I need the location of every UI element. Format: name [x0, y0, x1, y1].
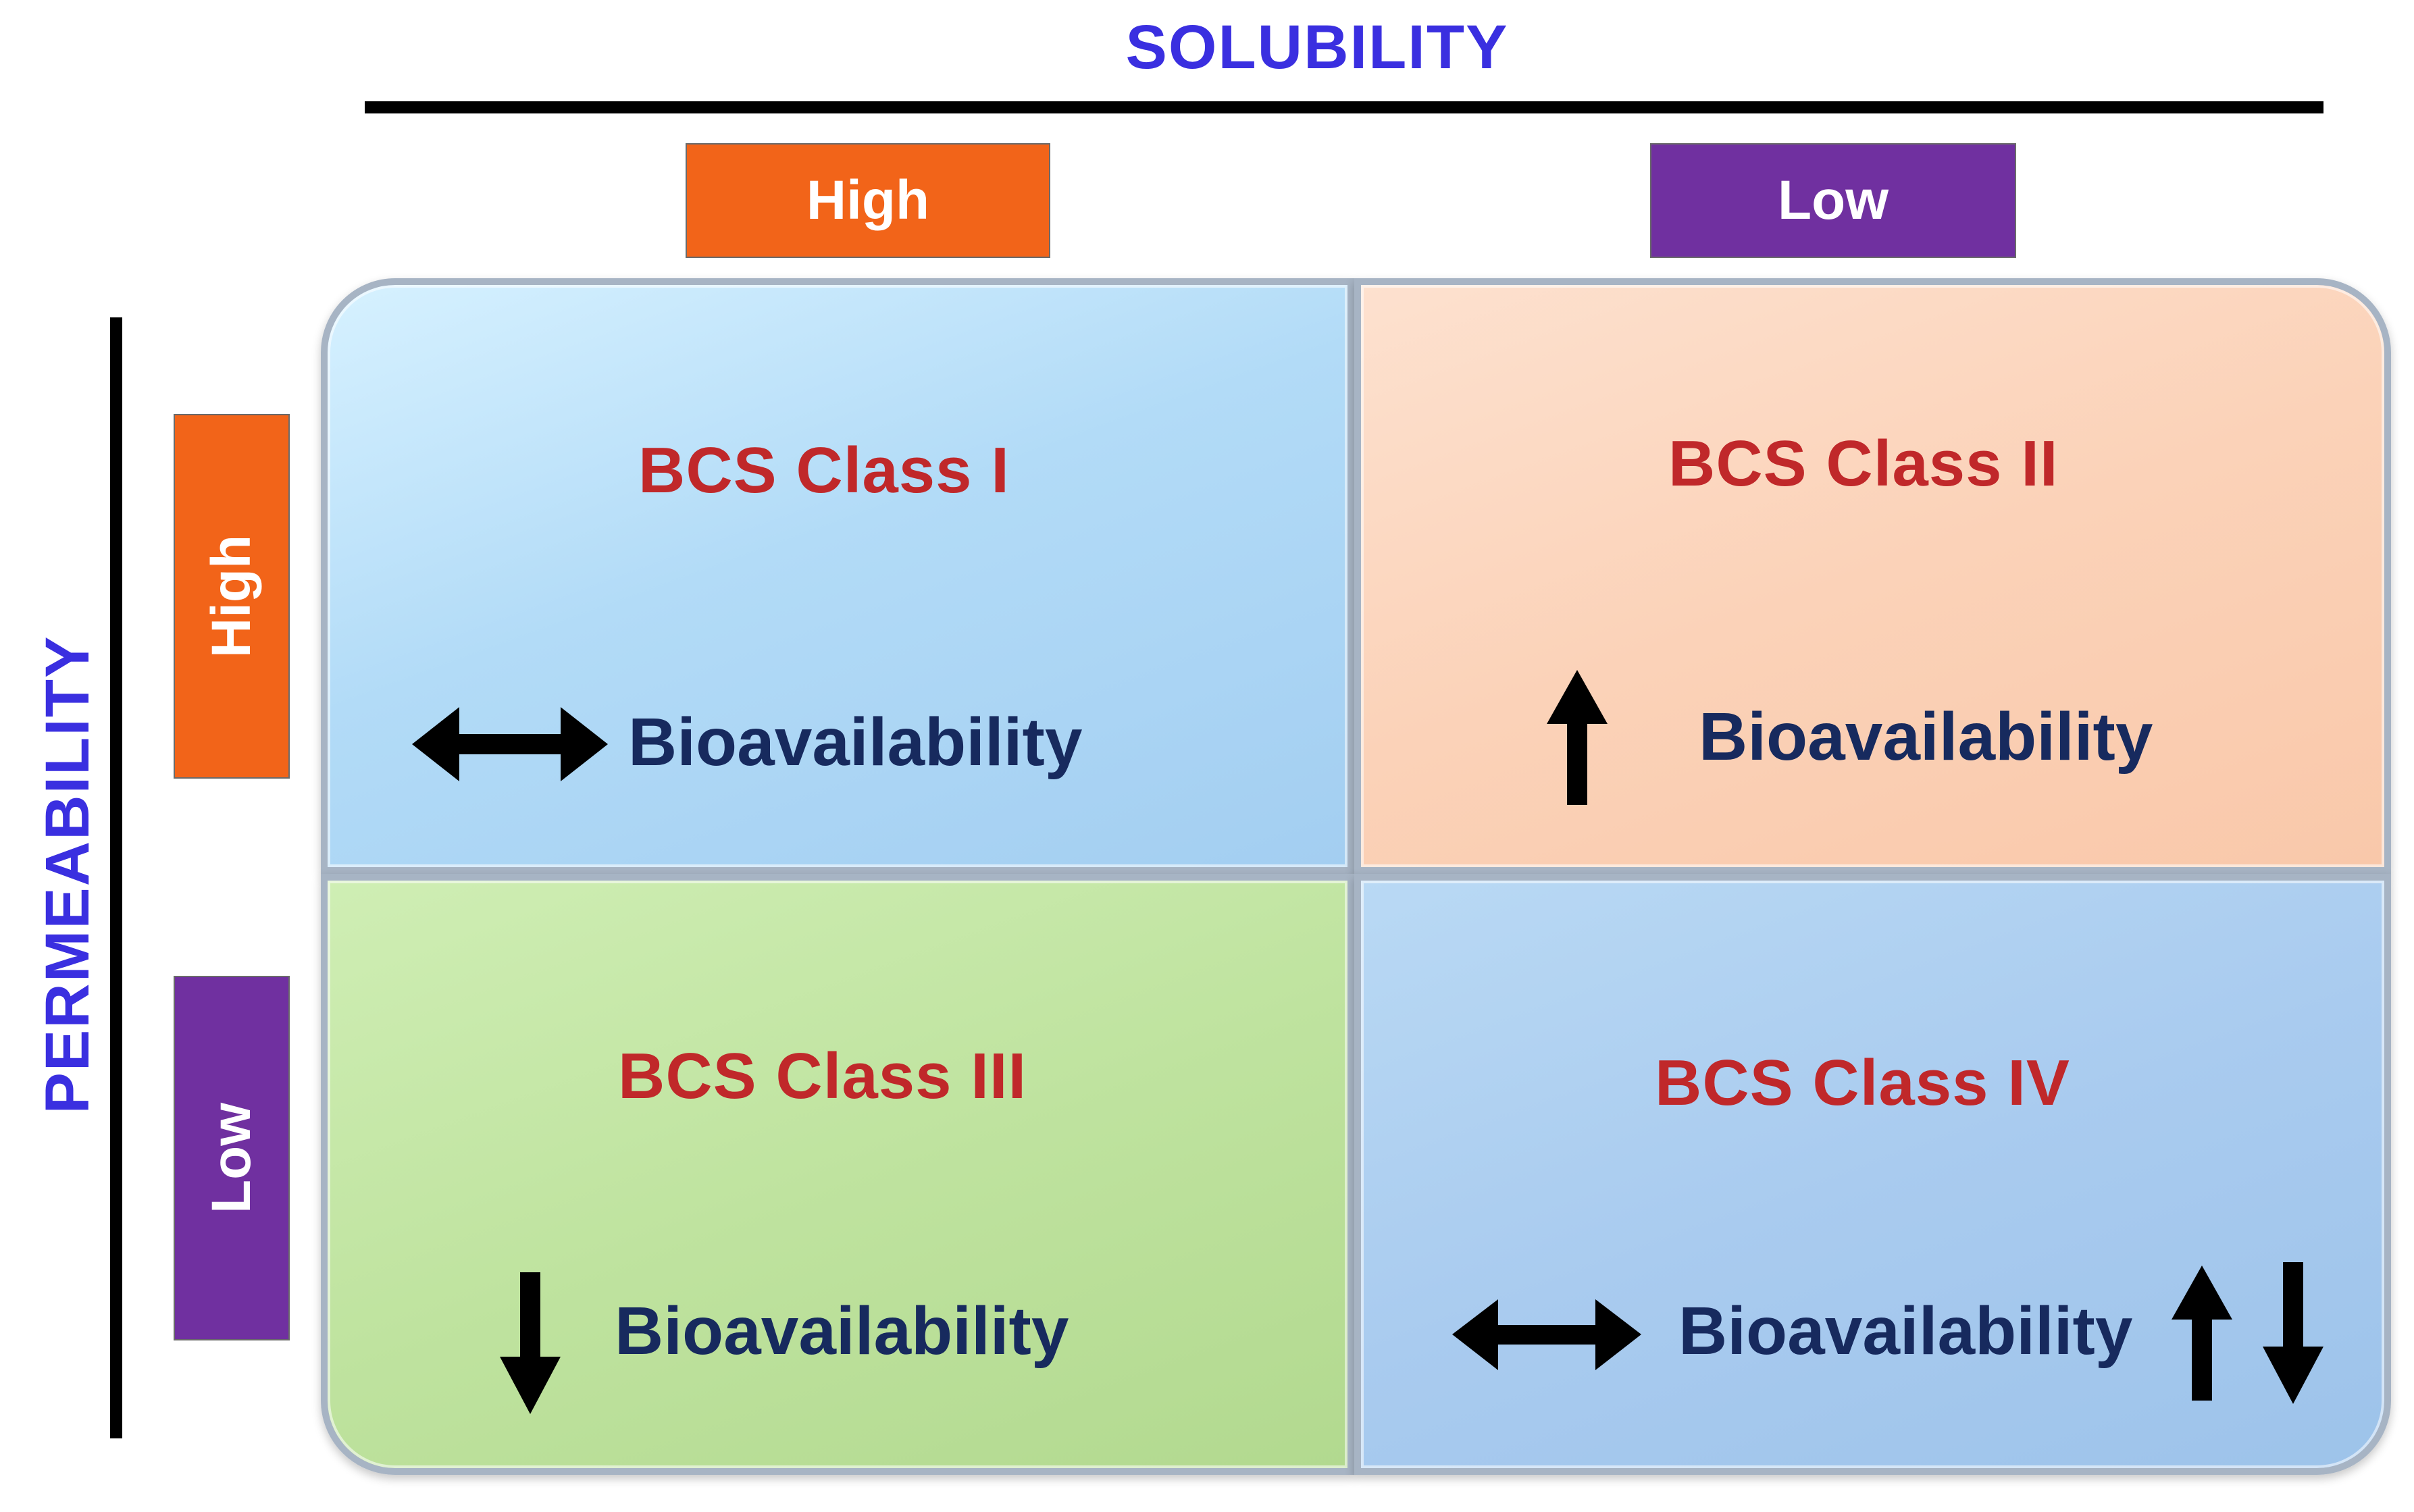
bcs-class-1-title: BCS Class I [638, 434, 1010, 506]
solubility-low-label: Low [1650, 143, 2016, 258]
down-arrow-icon [500, 1272, 561, 1414]
bcs-class-2-quadrant: BCS Class II Bioavailability [1354, 278, 2391, 874]
bcs-class-2-title: BCS Class II [1668, 427, 2059, 500]
permeability-axis-title: PERMEABILITY [33, 635, 102, 1114]
bcs-class-3-title: BCS Class III [618, 1040, 1027, 1112]
left-right-arrow-icon [1452, 1299, 1641, 1370]
permeability-low-label: Low [174, 976, 290, 1340]
bcs-class-3-bioavailability: Bioavailability [615, 1293, 1069, 1369]
bcs-class-4-title: BCS Class IV [1655, 1047, 2070, 1119]
bcs-class-1-bioavailability: Bioavailability [628, 704, 1083, 780]
solubility-high-label: High [686, 143, 1050, 258]
solubility-axis-line [365, 101, 2323, 113]
bcs-class-1-quadrant: BCS Class I Bioavailability [321, 278, 1354, 874]
bcs-class-4-bioavailability: Bioavailability [1678, 1293, 2133, 1369]
bcs-class-2-bioavailability: Bioavailability [1699, 699, 2153, 775]
up-arrow-icon [2172, 1266, 2232, 1401]
permeability-high-text: High [201, 534, 262, 658]
bcs-class-3-quadrant: BCS Class III Bioavailability [321, 874, 1354, 1475]
solubility-axis-title: SOLUBILITY [1125, 13, 1509, 82]
up-arrow-icon [1547, 670, 1608, 805]
left-right-arrow-icon [412, 707, 608, 781]
down-arrow-icon [2263, 1262, 2323, 1404]
permeability-axis-line [110, 317, 122, 1438]
permeability-low-text: Low [201, 1103, 262, 1214]
permeability-high-label: High [174, 414, 290, 779]
bcs-class-4-quadrant: BCS Class IV Bioavailability [1354, 874, 2391, 1475]
